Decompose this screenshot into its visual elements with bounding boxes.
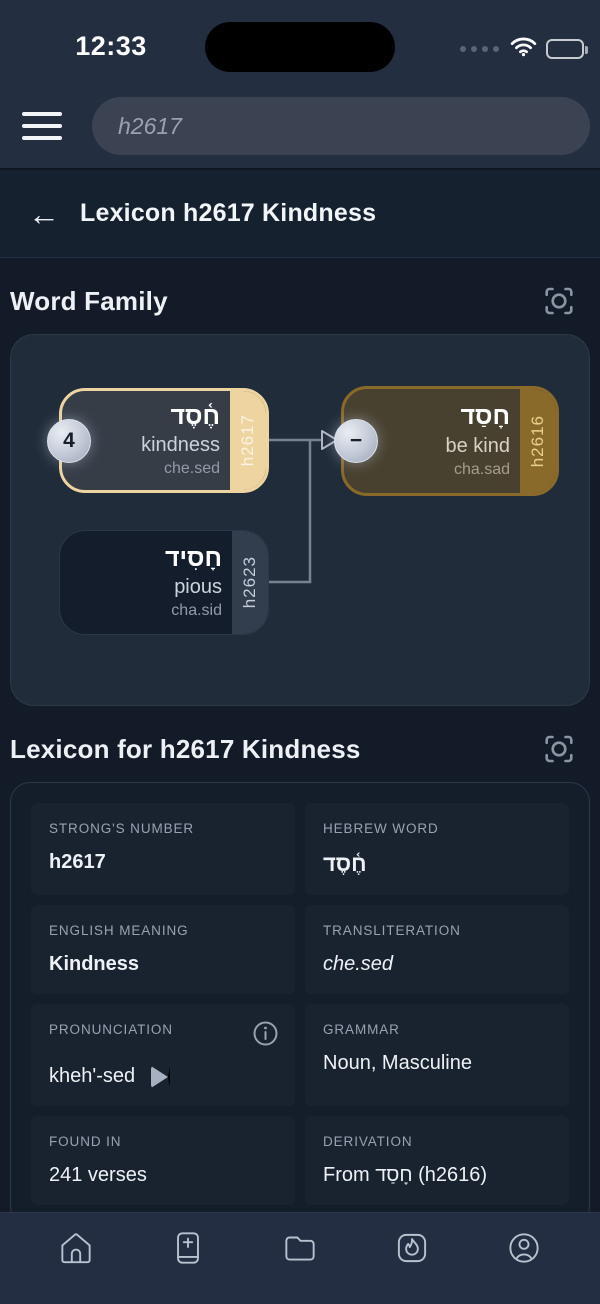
word-family-title: Word Family bbox=[10, 285, 168, 316]
word-family-diagram: חֶ֫סֶד kindness che.sed h2617 חָסַד be k… bbox=[10, 334, 590, 706]
tab-folder[interactable] bbox=[279, 1227, 321, 1269]
play-audio-icon[interactable] bbox=[151, 1065, 171, 1088]
node-strongs-band: h2617 bbox=[230, 391, 266, 490]
field-transliteration: TRANSLITERATION che.sed bbox=[305, 905, 569, 994]
tab-bible[interactable] bbox=[167, 1227, 209, 1269]
status-bar: 12:33 bbox=[0, 0, 600, 88]
battery-icon bbox=[546, 39, 588, 59]
word-node-h2617[interactable]: חֶ֫סֶד kindness che.sed h2617 bbox=[59, 388, 269, 493]
node-hebrew: חָסִיד bbox=[164, 543, 222, 572]
info-icon[interactable] bbox=[252, 1020, 279, 1047]
field-found-in: FOUND IN 241 verses bbox=[31, 1116, 295, 1205]
word-family-heading: Word Family bbox=[0, 258, 600, 334]
node-hebrew: חָסַד bbox=[460, 402, 510, 431]
bible-book-icon bbox=[167, 1232, 209, 1272]
field-strongs-number: STRONG'S NUMBER h2617 bbox=[31, 803, 295, 895]
lexicon-card: STRONG'S NUMBER h2617 HEBREW WORD חֶ֫סֶד… bbox=[10, 782, 590, 1226]
home-icon bbox=[55, 1233, 97, 1272]
menu-icon[interactable] bbox=[22, 112, 62, 140]
field-derivation: DERIVATION From חָסַד (h2616) bbox=[305, 1116, 569, 1205]
dynamic-island bbox=[205, 22, 395, 72]
tab-home[interactable] bbox=[55, 1227, 97, 1269]
node-meaning: be kind bbox=[445, 434, 511, 457]
cellular-dots-icon bbox=[460, 46, 499, 52]
node-strongs-band: h2623 bbox=[232, 531, 268, 634]
folder-icon bbox=[279, 1236, 321, 1272]
node-transliteration: cha.sad bbox=[453, 460, 510, 478]
tab-profile[interactable] bbox=[503, 1227, 545, 1269]
field-english-meaning: ENGLISH MEANING Kindness bbox=[31, 905, 295, 994]
tab-devotional[interactable] bbox=[391, 1227, 433, 1269]
lexicon-heading: Lexicon for h2617 Kindness bbox=[0, 706, 600, 782]
node-meaning: pious bbox=[174, 576, 222, 599]
page-header: ← Lexicon h2617 Kindness bbox=[0, 170, 600, 258]
field-grammar: GRAMMAR Noun, Masculine bbox=[305, 1004, 569, 1106]
word-node-h2623[interactable]: חָסִיד pious cha.sid h2623 bbox=[59, 530, 269, 635]
focus-scan-icon[interactable] bbox=[542, 284, 576, 318]
node-hebrew: חֶ֫סֶד bbox=[170, 401, 220, 430]
back-arrow-icon[interactable]: ← bbox=[28, 195, 60, 232]
tab-bar bbox=[0, 1212, 600, 1304]
node-strongs-band: h2616 bbox=[520, 389, 556, 493]
field-pronunciation: PRONUNCIATION kheh'-sed bbox=[31, 1004, 295, 1106]
node-count-badge[interactable]: 4 bbox=[47, 419, 91, 463]
flame-icon bbox=[391, 1233, 433, 1272]
page-title: Lexicon h2617 Kindness bbox=[80, 199, 377, 227]
node-transliteration: cha.sid bbox=[171, 602, 222, 620]
status-and-search-area: 12:33 bbox=[0, 0, 600, 170]
status-time: 12:33 bbox=[75, 31, 147, 61]
node-transliteration: che.sed bbox=[163, 460, 220, 478]
field-hebrew-word: HEBREW WORD חֶ֫סֶד bbox=[305, 803, 569, 895]
focus-scan-icon[interactable] bbox=[542, 732, 576, 766]
search-input[interactable] bbox=[92, 97, 590, 155]
node-meaning: kindness bbox=[141, 434, 220, 457]
wifi-icon bbox=[510, 36, 537, 62]
profile-icon bbox=[503, 1233, 545, 1272]
node-collapse-badge[interactable]: − bbox=[334, 419, 378, 463]
lexicon-title: Lexicon for h2617 Kindness bbox=[10, 733, 361, 764]
connector-lines bbox=[267, 430, 338, 584]
